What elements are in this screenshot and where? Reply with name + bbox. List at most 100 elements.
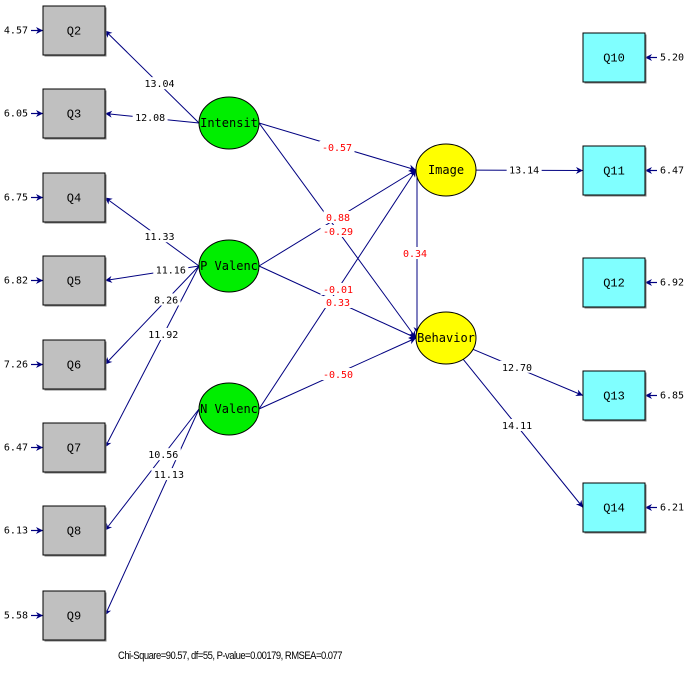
- loading-label-Q7-bg: [145, 327, 181, 340]
- indicator-box: [582, 370, 646, 421]
- loading-label-Q3-bg: [132, 111, 168, 124]
- latent-label: Image: [428, 163, 464, 177]
- indicator-box: [582, 482, 646, 533]
- indicator-Q4[interactable]: Q4: [42, 172, 107, 224]
- indicator-Q3[interactable]: Q3: [42, 88, 107, 140]
- loading-label-Q6-bg: [151, 293, 181, 306]
- indicator-box: [582, 145, 646, 196]
- indicator-label: Q5: [67, 275, 81, 289]
- indicator-box: [42, 339, 106, 390]
- error-variance-Q11: 6.47: [660, 166, 684, 177]
- structural-label-intensit-behavior-bg: [323, 211, 353, 223]
- latent-pvalenc[interactable]: P Valenc: [198, 239, 260, 293]
- error-variance-Q12: 6.92: [660, 278, 684, 289]
- indicator-box: [42, 422, 106, 473]
- loading-label-Q2: 13.04: [144, 79, 174, 90]
- loading-label-Q3: 12.08: [135, 113, 165, 124]
- structural-label-intensit-image: -0.57: [322, 143, 352, 154]
- error-variance-Q7: 6.47: [4, 443, 28, 454]
- fit-statistics: Chi-Square=90.57, df=55, P-value=0.00179…: [118, 650, 343, 662]
- loading-label-Q9: 11.13: [154, 470, 184, 481]
- indicator-box: [42, 505, 106, 556]
- error-variance-Q6: 7.26: [4, 360, 28, 371]
- loading-label-Q13-bg: [499, 360, 535, 373]
- latent-ellipse: [198, 239, 260, 293]
- indicator-label: Q12: [603, 277, 625, 291]
- indicator-Q5[interactable]: Q5: [42, 255, 107, 307]
- loading-label-Q11-bg: [506, 163, 542, 176]
- structural-label-pvalenc-image: -0.29: [323, 227, 353, 238]
- indicator-Q10[interactable]: Q10: [582, 32, 647, 84]
- loading-label-Q4-bg: [142, 230, 178, 243]
- structural-label-pvalenc-behavior: 0.33: [326, 298, 350, 309]
- loading-label-Q6: 8.26: [154, 295, 178, 306]
- loading-path-intensit-Q2: [104, 30, 200, 124]
- nodes-layer: Q24.57Q36.05Q46.75Q56.82Q67.26Q76.47Q86.…: [4, 5, 684, 642]
- latent-label: Behavior: [417, 331, 475, 345]
- indicator-Q13[interactable]: Q13: [582, 370, 647, 422]
- paths-layer: [31, 27, 657, 619]
- structural-label-pvalenc-behavior-bg: [323, 296, 353, 308]
- error-variance-Q2: 4.57: [4, 26, 28, 37]
- indicator-box: [582, 257, 646, 308]
- error-variance-Q5: 6.82: [4, 276, 28, 287]
- indicator-label: Q7: [67, 442, 81, 456]
- latent-ellipse: [415, 143, 477, 197]
- indicator-label: Q9: [67, 610, 81, 624]
- indicator-Q2[interactable]: Q2: [42, 5, 107, 57]
- indicator-box: [42, 5, 106, 56]
- loading-label-Q8-bg: [145, 448, 181, 461]
- structural-label-nvalenc-image-bg: [320, 283, 356, 295]
- error-variance-Q9: 5.58: [4, 611, 28, 622]
- indicator-Q11[interactable]: Q11: [582, 145, 647, 197]
- indicator-box: [42, 255, 106, 306]
- coefficient-labels-layer: 13.0412.0811.3311.168.2611.9210.5611.131…: [132, 77, 542, 481]
- structural-label-nvalenc-behavior: -0.50: [323, 370, 353, 381]
- indicator-box: [42, 172, 106, 223]
- loading-label-Q14: 14.11: [502, 421, 532, 432]
- error-variance-Q14: 6.21: [660, 503, 684, 514]
- latent-ellipse: [415, 311, 477, 365]
- indicator-label: Q8: [67, 525, 81, 539]
- latent-nvalenc[interactable]: N Valenc: [198, 382, 260, 436]
- latent-image[interactable]: Image: [415, 143, 477, 197]
- indicator-label: Q10: [603, 52, 625, 66]
- indicator-Q7[interactable]: Q7: [42, 422, 107, 474]
- indicator-Q6[interactable]: Q6: [42, 339, 107, 391]
- loading-label-Q13: 12.70: [502, 363, 532, 374]
- latent-label: Intensit: [200, 116, 258, 130]
- indicator-Q12[interactable]: Q12: [582, 257, 647, 309]
- indicator-label: Q6: [67, 359, 81, 373]
- loading-label-Q2-bg: [142, 77, 178, 90]
- error-variance-Q13: 6.85: [660, 391, 684, 402]
- structural-label-intensit-behavior: 0.88: [326, 213, 350, 224]
- indicator-label: Q13: [603, 390, 625, 404]
- latent-ellipse: [198, 382, 260, 436]
- indicator-Q9[interactable]: Q9: [42, 590, 107, 642]
- latent-intensit[interactable]: Intensit: [198, 96, 260, 150]
- loading-label-Q7: 11.92: [148, 330, 178, 341]
- latent-behavior[interactable]: Behavior: [415, 311, 477, 365]
- indicator-box: [42, 590, 106, 641]
- structural-label-pvalenc-image-bg: [320, 225, 356, 237]
- loading-path-pvalenc-Q6: [104, 265, 200, 365]
- error-variance-Q10: 5.20: [660, 53, 684, 64]
- latent-ellipse: [198, 96, 260, 150]
- indicator-label: Q4: [67, 192, 81, 206]
- structural-label-intensit-image-bg: [319, 141, 355, 153]
- error-variance-Q8: 6.13: [4, 526, 28, 537]
- indicator-label: Q11: [603, 165, 625, 179]
- loading-label-Q5-bg: [153, 263, 189, 276]
- structural-label-image-behavior-bg: [400, 247, 430, 259]
- error-variance-Q4: 6.75: [4, 193, 28, 204]
- indicator-label: Q14: [603, 502, 625, 516]
- loading-path-nvalenc-Q9: [104, 408, 200, 616]
- loading-label-Q4: 11.33: [144, 232, 174, 243]
- indicator-Q14[interactable]: Q14: [582, 482, 647, 534]
- loading-label-Q8: 10.56: [148, 450, 178, 461]
- indicator-box: [42, 88, 106, 139]
- indicator-Q8[interactable]: Q8: [42, 505, 107, 557]
- loading-path-behavior-Q14: [462, 358, 584, 508]
- loading-label-Q14-bg: [499, 418, 535, 431]
